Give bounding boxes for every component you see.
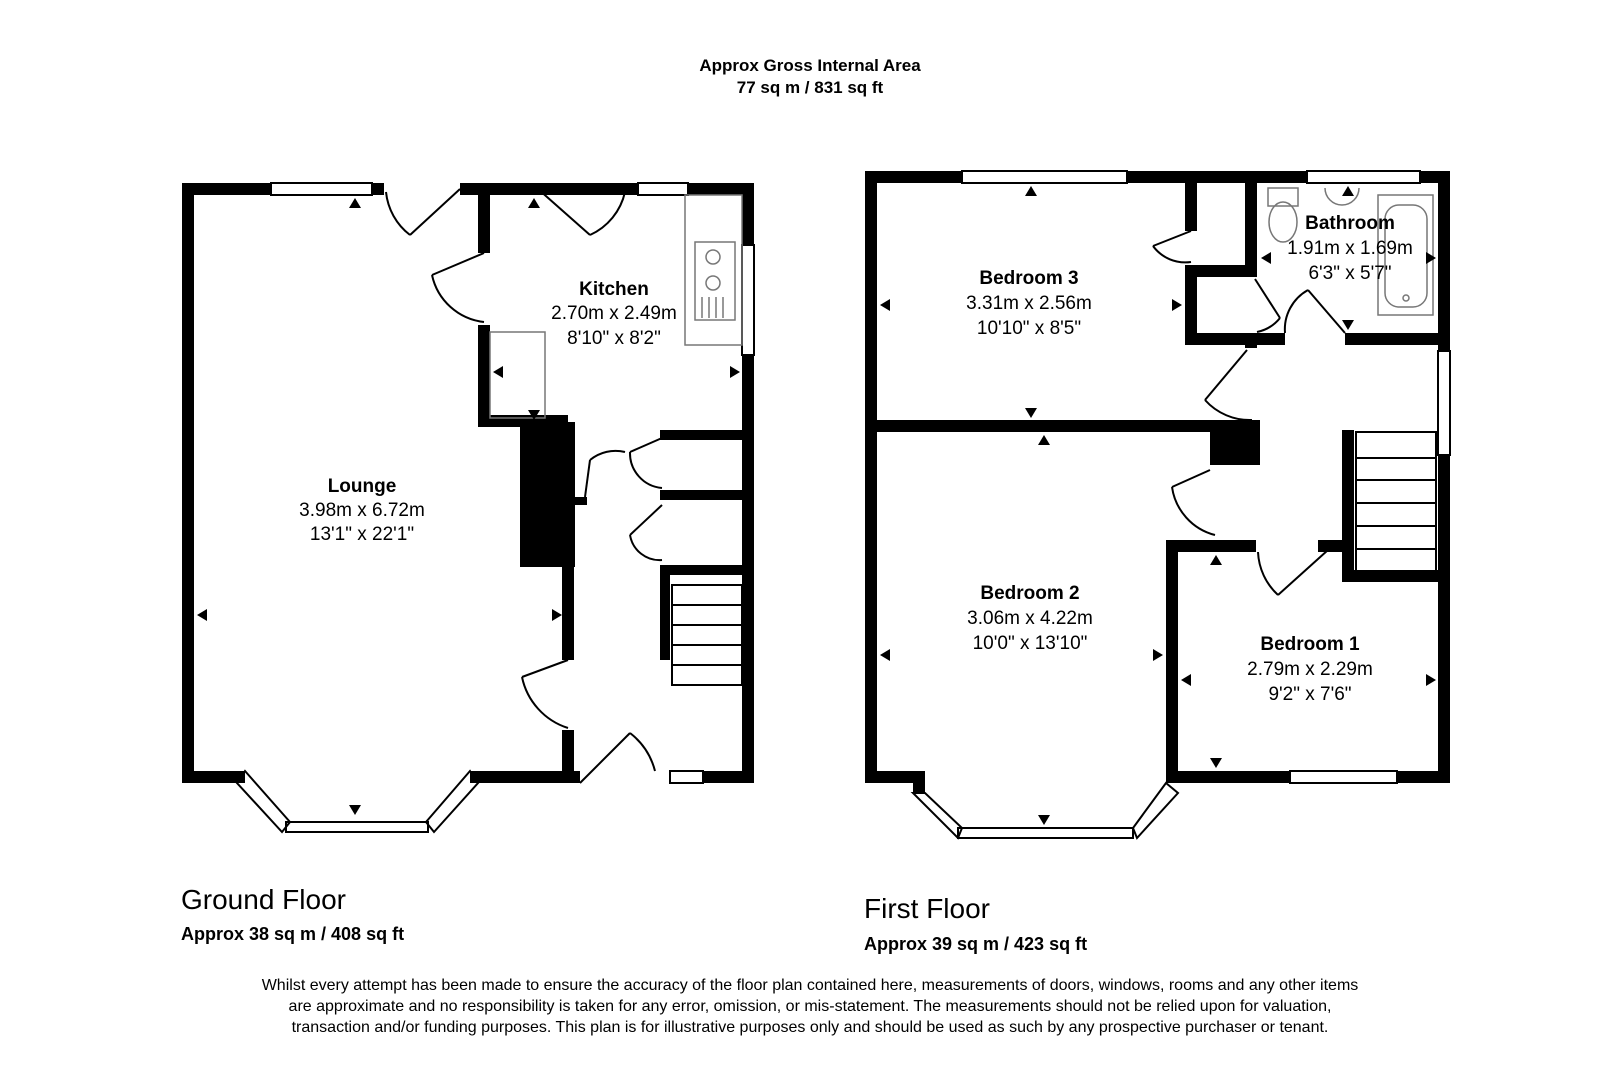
header-title: Approx Gross Internal Area	[699, 56, 921, 75]
room-imperial-bedroom3: 10'10" x 8'5"	[977, 318, 1081, 339]
room-name-bathroom: Bathroom	[1305, 213, 1395, 234]
room-metric-bedroom1: 2.79m x 2.29m	[1247, 659, 1373, 680]
room-metric-bedroom2: 3.06m x 4.22m	[967, 608, 1093, 629]
ground-doors	[385, 188, 663, 784]
disclaimer-text: Whilst every attempt has been made to en…	[261, 977, 1359, 1036]
room-imperial-bedroom1: 9'2" x 7'6"	[1268, 684, 1351, 705]
room-name-bedroom2: Bedroom 2	[980, 583, 1079, 604]
first-bay-window	[910, 781, 1180, 840]
ground-bay-window	[235, 769, 480, 834]
ground-floor-title: Ground Floor	[181, 884, 346, 915]
ground-windows	[270, 182, 755, 833]
room-imperial-bathroom: 6'3" x 5'7"	[1308, 263, 1391, 284]
room-imperial-kitchen: 8'10" x 8'2"	[567, 328, 661, 349]
first-stairs	[1355, 431, 1437, 573]
ground-outer-walls	[182, 183, 754, 783]
first-floor-plan: Bedroom 3 3.31m x 2.56m 10'10" x 8'5" Ba…	[865, 170, 1451, 840]
area-header: Approx Gross Internal Area 77 sq m / 831…	[0, 55, 1620, 99]
first-floor-title: First Floor	[864, 893, 990, 924]
room-imperial-lounge: 13'1" x 22'1"	[310, 524, 414, 545]
ground-dimension-arrows	[197, 198, 740, 815]
room-metric-lounge: 3.98m x 6.72m	[299, 500, 425, 521]
header-area: 77 sq m / 831 sq ft	[736, 78, 884, 97]
room-imperial-bedroom2: 10'0" x 13'10"	[973, 633, 1088, 654]
first-doors	[1152, 230, 1346, 596]
ground-floor-plan: Lounge 3.98m x 6.72m 13'1" x 22'1" Kitch…	[182, 182, 755, 834]
first-dimension-arrows	[880, 186, 1436, 825]
first-bay-wall	[1166, 540, 1178, 783]
first-windows	[957, 170, 1451, 839]
room-name-kitchen: Kitchen	[579, 279, 649, 300]
room-name-bedroom1: Bedroom 1	[1260, 634, 1360, 655]
room-metric-bedroom3: 3.31m x 2.56m	[966, 293, 1092, 314]
room-metric-kitchen: 2.70m x 2.49m	[551, 303, 677, 324]
room-name-lounge: Lounge	[328, 476, 397, 497]
kitchen-fittings	[489, 194, 743, 419]
ground-stairs	[671, 584, 743, 686]
room-name-bedroom3: Bedroom 3	[979, 268, 1078, 289]
first-interior-walls	[877, 183, 1450, 582]
room-metric-bathroom: 1.91m x 1.69m	[1287, 238, 1413, 259]
ground-interior-walls	[478, 183, 750, 783]
ground-floor-area: Approx 38 sq m / 408 sq ft	[181, 924, 405, 944]
first-outer-walls	[865, 171, 1450, 793]
first-floor-area: Approx 39 sq m / 423 sq ft	[864, 934, 1088, 954]
